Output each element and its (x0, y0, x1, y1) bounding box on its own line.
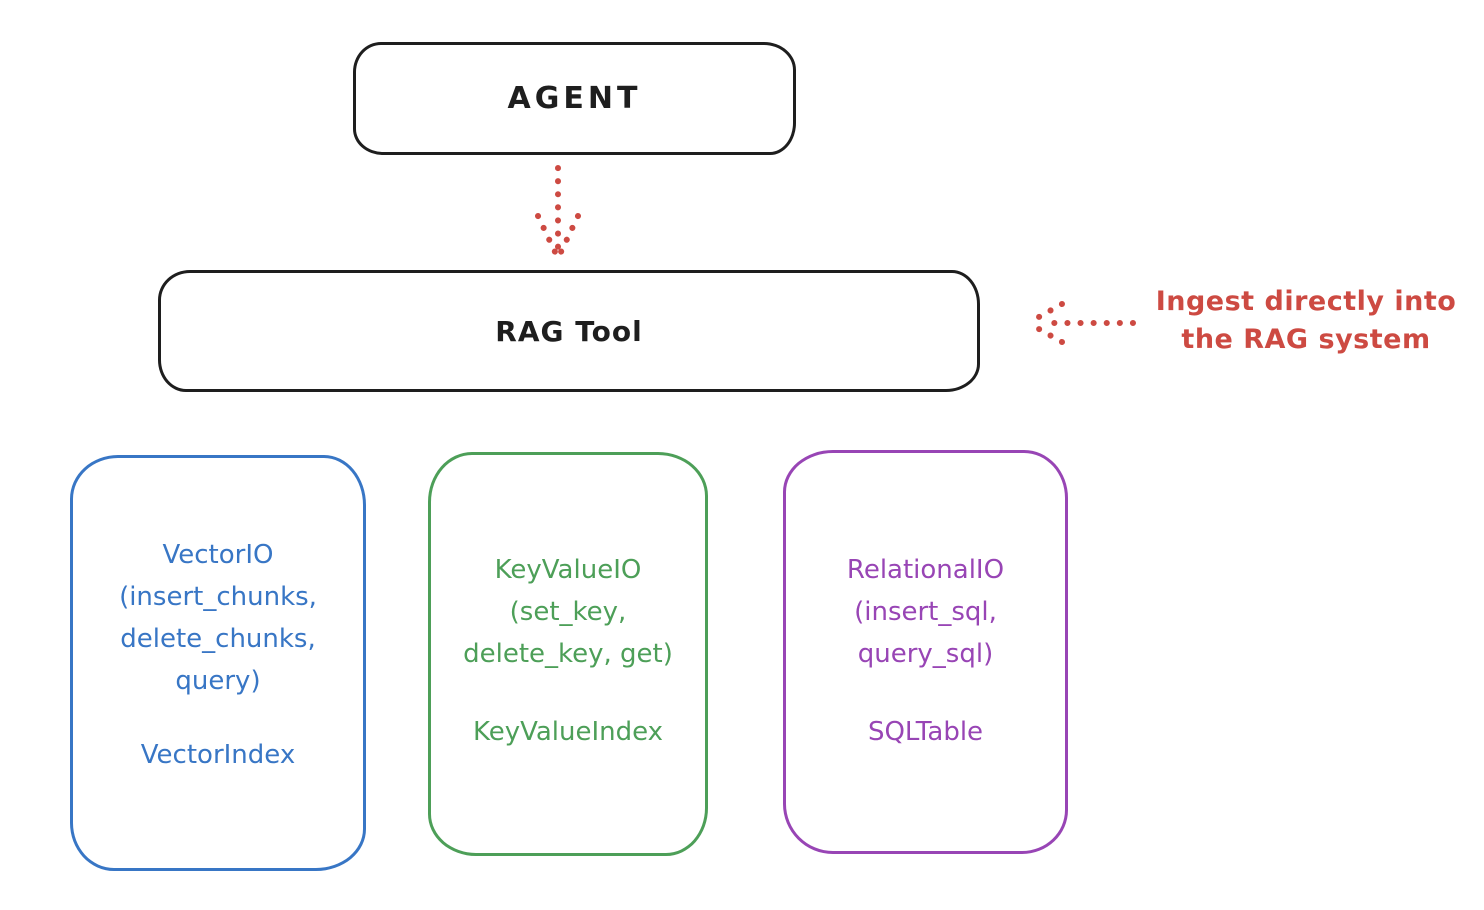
vector-io-line: delete_chunks, (120, 624, 316, 654)
vector-io-line: (insert_chunks, (119, 582, 317, 612)
ingest-note-dotted-arrow-icon (1027, 301, 1136, 345)
agent-to-rag-dotted-arrow-icon (535, 165, 581, 257)
ingest-note-line2: the RAG system (1181, 324, 1431, 355)
agent-label: AGENT (507, 81, 642, 116)
sql-table-label: SQLTable (867, 717, 984, 747)
keyvalue-io-signature: KeyValueIO (set_key, delete_key, get) (463, 549, 673, 675)
agent-box: AGENT (353, 42, 796, 155)
vector-io-line: VectorIO (162, 540, 274, 570)
vector-io-line: query) (175, 666, 261, 696)
relational-io-line: query_sql) (857, 639, 994, 669)
ingest-note-line1: Ingest directly into (1155, 286, 1457, 317)
relational-io-signature: RelationalIO (insert_sql, query_sql) (847, 549, 1004, 675)
vector-index-label: VectorIndex (140, 740, 296, 770)
vector-io-box: VectorIO (insert_chunks, delete_chunks, … (70, 455, 366, 871)
keyvalue-io-line: KeyValueIO (494, 555, 642, 585)
ingest-note: Ingest directly into the RAG system (1138, 283, 1474, 359)
keyvalue-io-box: KeyValueIO (set_key, delete_key, get) Ke… (428, 452, 708, 856)
keyvalue-index-label: KeyValueIndex (472, 717, 664, 747)
relational-io-line: (insert_sql, (854, 597, 997, 627)
keyvalue-io-line: delete_key, get) (463, 639, 673, 669)
rag-tool-box: RAG Tool (158, 270, 980, 392)
relational-io-line: RelationalIO (846, 555, 1005, 585)
keyvalue-io-line: (set_key, (509, 597, 627, 627)
vector-io-signature: VectorIO (insert_chunks, delete_chunks, … (119, 534, 317, 702)
rag-tool-label: RAG Tool (495, 314, 643, 348)
relational-io-box: RelationalIO (insert_sql, query_sql) SQL… (783, 450, 1068, 854)
